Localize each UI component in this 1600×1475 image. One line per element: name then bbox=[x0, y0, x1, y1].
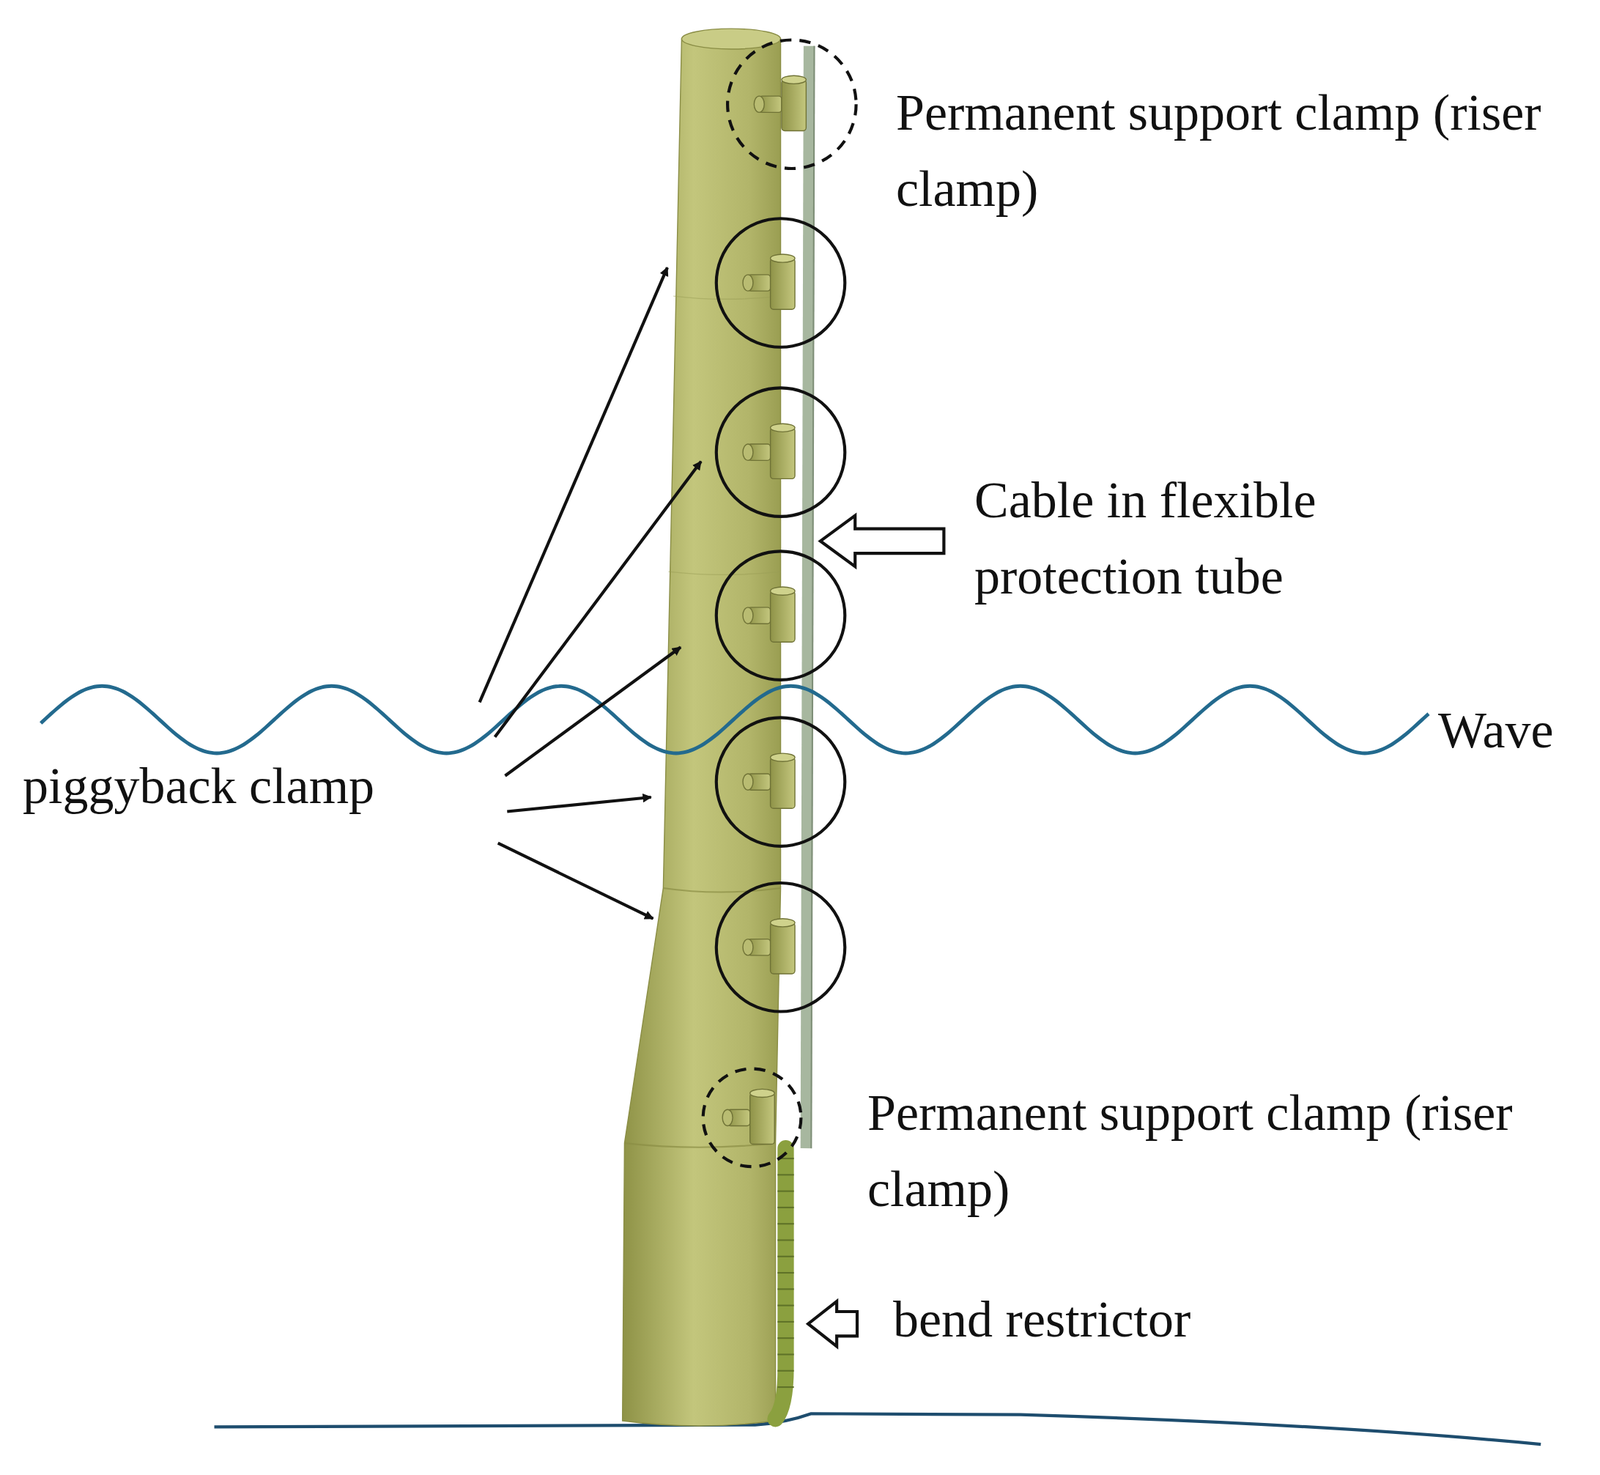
leader-arrow bbox=[506, 797, 651, 812]
monopile bbox=[622, 38, 781, 1426]
restrictor-ring bbox=[777, 1190, 794, 1192]
restrictor-label: bend restrictor bbox=[893, 1281, 1553, 1358]
clamp-label: Permanent support clamp (riser clamp) bbox=[867, 1074, 1586, 1228]
cable-label: Cable in flexible protection tube bbox=[974, 462, 1480, 615]
wave-line bbox=[41, 685, 1429, 754]
clamp-symbol bbox=[742, 423, 795, 479]
restrictor-ring bbox=[777, 1255, 794, 1258]
section-joint bbox=[673, 295, 781, 299]
piggyback-clamp-marker bbox=[716, 550, 846, 680]
restrictor-ring bbox=[777, 1353, 794, 1355]
restrictor-ring bbox=[777, 1304, 794, 1307]
piggyback-clamp-marker bbox=[716, 387, 846, 517]
clamp-symbol bbox=[753, 75, 806, 131]
restrictor-ring bbox=[777, 1206, 794, 1209]
section-joint bbox=[668, 571, 781, 575]
hollow-arrow bbox=[808, 1301, 858, 1346]
clamp-label: Permanent support clamp (riser clamp) bbox=[895, 74, 1585, 228]
piggyback-clamp-marker bbox=[716, 218, 846, 348]
restrictor-ring bbox=[777, 1238, 794, 1241]
piggyback-clamp-marker bbox=[716, 882, 846, 1012]
hollow-arrow bbox=[820, 515, 945, 568]
piggyback-clamp-marker bbox=[716, 717, 846, 846]
cable-tube-edge bbox=[810, 46, 814, 1148]
leader-arrow bbox=[498, 843, 654, 919]
clamp-symbol bbox=[742, 586, 795, 642]
clamp-label: piggyback clamp bbox=[22, 747, 492, 825]
section-joint bbox=[663, 887, 781, 893]
clamp-symbol bbox=[742, 918, 795, 974]
bend-restrictor bbox=[775, 1147, 787, 1419]
clamp-symbol bbox=[742, 254, 795, 310]
restrictor-ring bbox=[777, 1173, 794, 1176]
cable-tube bbox=[805, 46, 809, 1148]
riser-clamp-marker bbox=[727, 39, 857, 169]
leader-arrow bbox=[504, 646, 681, 776]
restrictor-ring bbox=[777, 1369, 794, 1372]
restrictor-ring bbox=[777, 1386, 794, 1388]
restrictor-ring bbox=[777, 1336, 794, 1339]
restrictor-rings bbox=[777, 1158, 794, 1387]
seabed-line bbox=[214, 1413, 1542, 1444]
restrictor-ring bbox=[777, 1320, 794, 1323]
riser-clamp-marker bbox=[703, 1068, 802, 1167]
clamp-symbol bbox=[742, 753, 795, 809]
restrictor-ring bbox=[777, 1271, 794, 1274]
clamp-symbol bbox=[722, 1088, 775, 1144]
restrictor-ring bbox=[777, 1222, 794, 1225]
leader-arrow bbox=[495, 461, 702, 737]
leader-arrow bbox=[479, 267, 668, 702]
wave-label: Wave bbox=[1438, 692, 1596, 769]
restrictor-ring bbox=[777, 1287, 794, 1290]
